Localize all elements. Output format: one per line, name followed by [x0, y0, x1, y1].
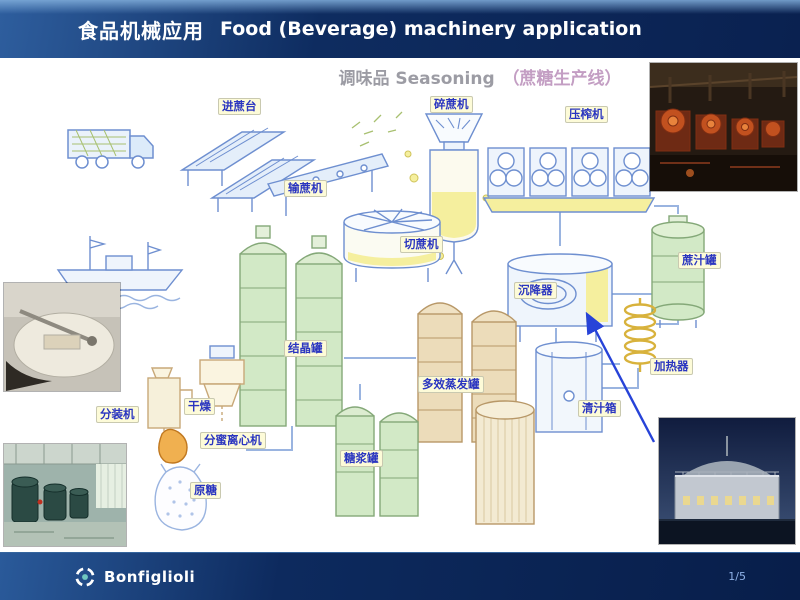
brand-name: Bonfiglioli	[104, 567, 196, 586]
diagram-area: 调味品 Seasoning （蔗糖生产线）	[0, 58, 800, 552]
page-number: 1/5	[728, 570, 746, 583]
diagram-title-main: 调味品 Seasoning	[338, 69, 495, 89]
cane-feed-table-drawing	[179, 127, 317, 212]
clear-juice-tank-drawing	[535, 341, 603, 433]
truck-drawing	[67, 129, 154, 169]
label-clear-juice-tank: 清汁箱	[578, 400, 621, 417]
photo-factory-floor	[4, 444, 126, 546]
label-centrifuge: 分蜜离心机	[200, 432, 266, 449]
label-syrup-tank: 糖浆罐	[340, 450, 383, 467]
diagram-title-paren: （蔗糖生产线）	[502, 69, 622, 89]
label-cane-cutter: 切蔗机	[400, 236, 443, 253]
bonfiglioli-logo-icon	[75, 566, 95, 587]
packing-machine-drawing	[147, 367, 193, 464]
cane-juice-tank-drawing	[651, 215, 705, 328]
crystallizer-drawing	[239, 225, 343, 427]
label-crystallizer: 结晶罐	[284, 340, 327, 357]
label-dryer: 干燥	[184, 398, 215, 415]
label-raw-sugar: 原糖	[190, 482, 221, 499]
label-filling-machine: 分装机	[96, 406, 139, 423]
label-cane-feed-table: 进蔗台	[218, 98, 261, 115]
slide-title-cn: 食品机械应用	[78, 18, 204, 43]
label-multi-effect-evaporator: 多效蒸发罐	[418, 376, 484, 393]
label-settler: 沉降器	[514, 282, 557, 299]
label-cane-juice-tank: 蔗汁罐	[678, 252, 721, 269]
striped-tank-drawing	[475, 400, 535, 525]
label-cane-shredder: 碎蔗机	[430, 96, 473, 113]
label-cane-conveyor: 输蔗机	[284, 180, 327, 197]
slide-title-en: Food (Beverage) machinery application	[220, 18, 642, 40]
header-bar: 食品机械应用 Food (Beverage) machinery applica…	[0, 0, 800, 58]
diagram-title: 调味品 Seasoning （蔗糖生产线）	[240, 64, 720, 89]
footer-bar: Bonfiglioli 1/5	[0, 552, 800, 600]
photo-sugar-mill-rollers	[650, 63, 797, 191]
cane-cutter-drawing	[343, 208, 441, 282]
label-cane-press: 压榨机	[565, 106, 608, 123]
photo-extractor-machine	[4, 283, 120, 391]
brand: Bonfiglioli	[74, 566, 195, 588]
cane-shredder-drawing	[424, 113, 484, 275]
label-heater: 加热器	[650, 358, 693, 375]
cane-press-drawing	[482, 147, 656, 213]
photo-clarifier-building-night	[659, 418, 795, 544]
cane-spray	[351, 111, 403, 147]
